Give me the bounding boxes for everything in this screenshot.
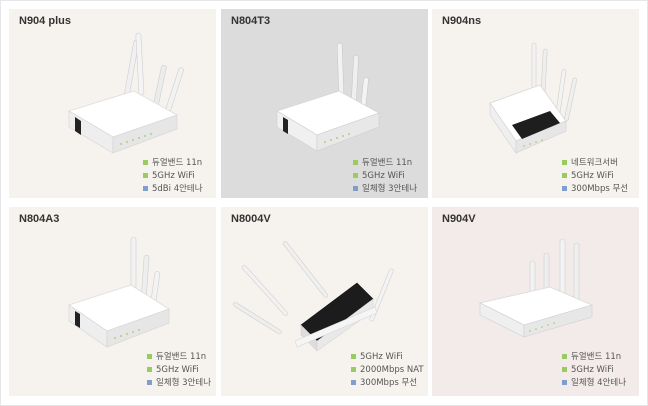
feature-list: 듀얼밴드 11n 5GHz WiFi 일체형 3안테나: [353, 157, 417, 196]
product-card-n804a3[interactable]: N804A3 듀얼밴드 11n 5GHz WiFi 일체형 3안테나: [9, 207, 216, 396]
feature-text: 일체형 3안테나: [362, 184, 418, 194]
router-image: [276, 42, 380, 152]
feature-item: 일체형 3안테나: [147, 377, 211, 390]
product-name: N904 plus: [19, 15, 71, 27]
router-image: [68, 236, 170, 348]
feature-text: 5GHz WiFi: [571, 365, 614, 375]
green-bullet-icon: [147, 367, 152, 372]
feature-item: 듀얼밴드 11n: [143, 157, 203, 170]
product-name: N804A3: [19, 213, 60, 225]
feature-item: 듀얼밴드 11n: [562, 351, 626, 364]
feature-text: 듀얼밴드 11n: [571, 352, 622, 362]
product-card-n8004v[interactable]: N8004V 5GHz WiFi 2000Mbps NAT 300Mbps 무선: [221, 207, 428, 396]
feature-text: 2000Mbps NAT: [360, 365, 424, 375]
green-bullet-icon: [147, 354, 152, 359]
green-bullet-icon: [353, 173, 358, 178]
feature-text: 일체형 3안테나: [156, 378, 212, 388]
feature-item: 5GHz WiFi: [147, 364, 211, 377]
green-bullet-icon: [351, 354, 356, 359]
blue-bullet-icon: [562, 186, 567, 191]
feature-item: 5GHz WiFi: [351, 351, 424, 364]
green-bullet-icon: [562, 173, 567, 178]
green-bullet-icon: [562, 367, 567, 372]
green-bullet-icon: [351, 367, 356, 372]
feature-text: 듀얼밴드 11n: [152, 158, 203, 168]
feature-item: 5GHz WiFi: [143, 170, 203, 183]
router-image: [478, 238, 594, 338]
feature-item: 5GHz WiFi: [562, 364, 626, 377]
green-bullet-icon: [353, 160, 358, 165]
feature-item: 일체형 4안테나: [562, 377, 626, 390]
feature-list: 5GHz WiFi 2000Mbps NAT 300Mbps 무선: [351, 351, 424, 390]
router-image: [489, 42, 578, 154]
feature-list: 듀얼밴드 11n 5GHz WiFi 일체형 4안테나: [562, 351, 626, 390]
blue-bullet-icon: [353, 186, 358, 191]
product-name: N8004V: [231, 213, 271, 225]
blue-bullet-icon: [351, 380, 356, 385]
blue-bullet-icon: [562, 380, 567, 385]
feature-text: 네트워크서버: [571, 158, 618, 168]
product-card-n904v[interactable]: N904V 듀얼밴드 11n 5GHz WiFi 일체형 4안테나: [432, 207, 639, 396]
green-bullet-icon: [562, 354, 567, 359]
feature-text: 5GHz WiFi: [156, 365, 199, 375]
green-bullet-icon: [562, 160, 567, 165]
blue-bullet-icon: [147, 380, 152, 385]
feature-text: 5GHz WiFi: [571, 171, 614, 181]
router-image: [68, 32, 184, 154]
feature-item: 300Mbps 무선: [562, 183, 628, 196]
feature-text: 5GHz WiFi: [360, 352, 403, 362]
feature-text: 300Mbps 무선: [571, 184, 629, 194]
product-card-n904ns[interactable]: N904ns 네트워크서버 5GHz WiFi 300Mbps 무선: [432, 9, 639, 198]
product-card-n804t3[interactable]: N804T3 듀얼밴드 11n 5GHz WiFi 일체형 3안테나: [221, 9, 428, 198]
feature-list: 듀얼밴드 11n 5GHz WiFi 일체형 3안테나: [147, 351, 211, 390]
feature-item: 5GHz WiFi: [562, 170, 628, 183]
product-card-n904-plus[interactable]: N904 plus 듀얼밴드 11n 5GHz WiFi 5dBi 4안테나: [9, 9, 216, 198]
green-bullet-icon: [143, 160, 148, 165]
router-image: [232, 241, 394, 352]
feature-item: 2000Mbps NAT: [351, 364, 424, 377]
feature-item: 일체형 3안테나: [353, 183, 417, 196]
feature-text: 듀얼밴드 11n: [362, 158, 413, 168]
feature-list: 듀얼밴드 11n 5GHz WiFi 5dBi 4안테나: [143, 157, 203, 196]
product-name: N904V: [442, 213, 476, 225]
feature-item: 네트워크서버: [562, 157, 628, 170]
feature-item: 5dBi 4안테나: [143, 183, 203, 196]
product-name: N904ns: [442, 15, 482, 27]
feature-text: 일체형 4안테나: [571, 378, 627, 388]
feature-item: 듀얼밴드 11n: [353, 157, 417, 170]
green-bullet-icon: [143, 173, 148, 178]
feature-text: 5dBi 4안테나: [152, 184, 203, 194]
feature-text: 5GHz WiFi: [152, 171, 195, 181]
product-name: N804T3: [231, 15, 271, 27]
feature-text: 5GHz WiFi: [362, 171, 405, 181]
feature-item: 듀얼밴드 11n: [147, 351, 211, 364]
feature-text: 300Mbps 무선: [360, 378, 418, 388]
feature-text: 듀얼밴드 11n: [156, 352, 207, 362]
feature-list: 네트워크서버 5GHz WiFi 300Mbps 무선: [562, 157, 628, 196]
feature-item: 300Mbps 무선: [351, 377, 424, 390]
feature-item: 5GHz WiFi: [353, 170, 417, 183]
blue-bullet-icon: [143, 186, 148, 191]
